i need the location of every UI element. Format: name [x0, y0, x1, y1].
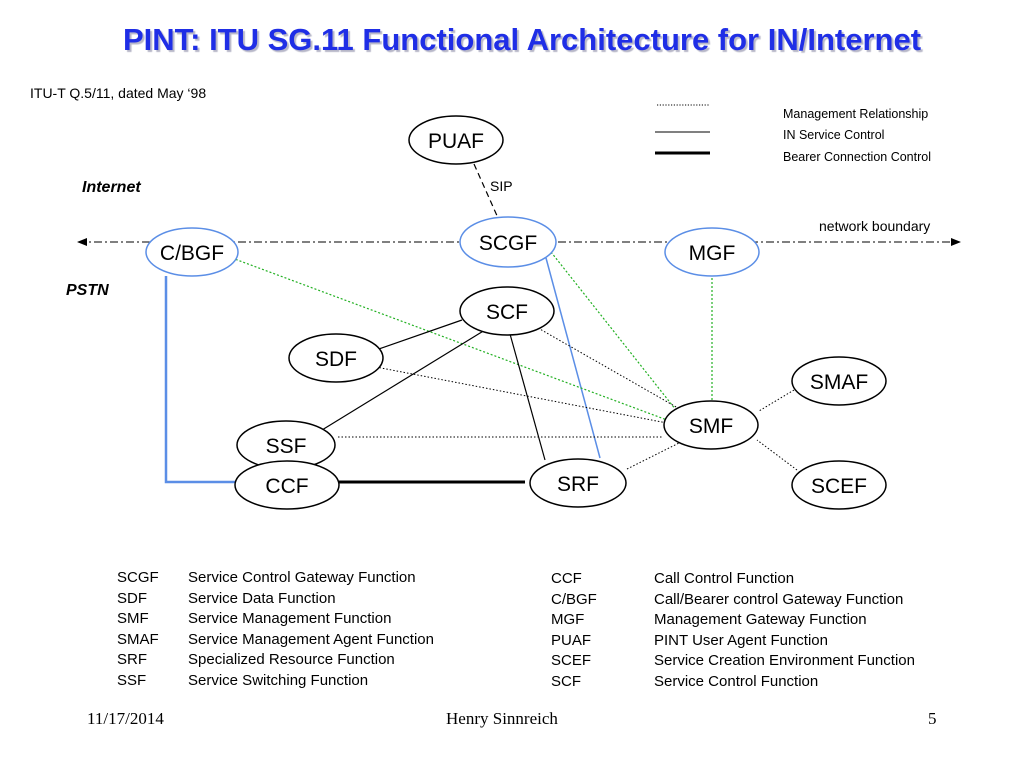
node-smaf: SMAF — [791, 356, 887, 406]
node-ccf-label: CCF — [265, 475, 308, 498]
node-scgf-label: SCGF — [479, 232, 537, 255]
legend-bearer-label: Bearer Connection Control — [783, 150, 931, 164]
scf-ssf-link — [321, 329, 486, 431]
network-boundary-label: network boundary — [819, 218, 930, 234]
glossary-abbr: SDF — [117, 589, 147, 607]
glossary-text: Service Control Function — [654, 672, 819, 690]
node-mgf: MGF — [664, 227, 760, 277]
legend-in-service-label: IN Service Control — [783, 128, 884, 142]
glossary-row: SCF Service Control Function — [551, 672, 915, 693]
glossary-abbr: MGF — [551, 611, 585, 628]
node-mgf-label: MGF — [689, 242, 736, 265]
sdf-smf-mgmt-link — [375, 366, 668, 424]
glossary-text: Service Creation Environment Function — [654, 652, 915, 669]
glossary-row: SCEF Service Creation Environment Functio… — [551, 651, 915, 672]
node-cbgf: C/BGF — [145, 227, 239, 277]
scgf-srf-link — [545, 257, 601, 459]
glossary-abbr: SCGF — [117, 569, 159, 586]
footer-page-number: 5 — [928, 709, 937, 728]
glossary-right: CCF Call Control Function C/BGF Call/Beare… — [551, 569, 915, 692]
node-puaf-label: PUAF — [428, 130, 484, 153]
glossary-row: SDF Service Data Function — [117, 589, 434, 610]
scf-sdf-link — [375, 319, 463, 351]
glossary-row: PUAF PINT User Agent Function — [551, 631, 915, 652]
glossary-text: Call Control Function — [654, 570, 795, 587]
internet-label: Internet — [82, 179, 141, 196]
glossary-abbr: SCF — [551, 672, 581, 690]
footer-date: 11/17/2014 — [87, 709, 164, 728]
glossary-text: PINT User Agent Function — [654, 631, 828, 649]
glossary-row: SRF Specialized Resource Function — [117, 650, 434, 671]
scef-smf-mgmt-link — [756, 439, 798, 471]
glossary-row: SSF Service Switching Function — [117, 671, 434, 692]
node-ssf: SSF — [236, 420, 336, 470]
cbgf-ccf-link — [164, 276, 235, 484]
glossary-abbr: SSF — [117, 671, 147, 689]
node-smf: SMF — [663, 400, 759, 450]
glossary-abbr: SCEF — [551, 652, 592, 669]
node-srf: SRF — [529, 458, 627, 508]
glossary-row: SMAF Service Management Agent Function — [117, 630, 434, 651]
node-sdf-label: SDF — [315, 348, 357, 371]
sip-label: SIP — [490, 178, 513, 194]
glossary-text: Service Management Agent Function — [188, 630, 434, 648]
node-smaf-label: SMAF — [810, 371, 868, 394]
glossary-text: Management Gateway Function — [654, 611, 867, 628]
pstn-label: PSTN — [66, 282, 109, 299]
glossary-abbr: SMF — [117, 610, 149, 627]
glossary-left: SCGF Service Control Gateway Function SDF… — [117, 568, 434, 691]
scf-smf-mgmt-link — [537, 327, 679, 409]
glossary-abbr: SMAF — [117, 630, 159, 648]
glossary-abbr: PUAF — [551, 631, 592, 649]
glossary-abbr: C/BGF — [551, 590, 597, 608]
srf-smf-mgmt-link — [626, 441, 682, 470]
node-cbgf-label: C/BGF — [160, 242, 224, 265]
slide-subtitle: ITU-T Q.5/11, dated May ‘98 — [30, 85, 207, 101]
node-scf-label: SCF — [486, 301, 528, 324]
node-puaf: PUAF — [408, 115, 504, 165]
glossary-text: Service Switching Function — [188, 671, 369, 689]
glossary-abbr: CCF — [551, 570, 582, 587]
glossary-row: MGF Management Gateway Function — [551, 610, 915, 631]
glossary-row: C/BGF Call/Bearer control Gateway Functio… — [551, 590, 915, 611]
glossary-text: Call/Bearer control Gateway Function — [654, 590, 904, 608]
legend: Management Relationship IN Service Contr… — [655, 104, 931, 164]
glossary-abbr: SRF — [117, 651, 147, 668]
scf-srf-link — [509, 333, 546, 461]
node-scef: SCEF — [791, 460, 887, 510]
node-ssf-label: SSF — [266, 435, 307, 458]
glossary-text: Service Data Function — [188, 589, 336, 607]
glossary-text: Service Management Function — [188, 610, 392, 627]
node-smf-label: SMF — [689, 415, 733, 438]
node-scef-label: SCEF — [811, 475, 867, 498]
node-sdf: SDF — [288, 333, 384, 383]
node-ccf: CCF — [234, 460, 340, 510]
glossary-text: Specialized Resource Function — [188, 651, 395, 668]
node-srf-label: SRF — [557, 473, 599, 496]
legend-management-label: Management Relationship — [783, 107, 928, 121]
glossary-row: SCGF Service Control Gateway Function — [117, 568, 434, 589]
node-scf: SCF — [459, 286, 555, 336]
footer-author: Henry Sinnreich — [446, 709, 558, 728]
cbgf-smf-mgmt-link — [231, 257, 668, 421]
glossary-row: CCF Call Control Function — [551, 569, 915, 590]
glossary-row: SMF Service Management Function — [117, 609, 434, 630]
node-scgf: SCGF — [459, 216, 557, 268]
smaf-smf-mgmt-link — [758, 389, 795, 412]
scgf-smf-mgmt-link — [550, 251, 677, 411]
glossary-text: Service Control Gateway Function — [188, 569, 416, 586]
slide-title: PINT: ITU SG.11 Functional Architecture … — [122, 22, 922, 57]
